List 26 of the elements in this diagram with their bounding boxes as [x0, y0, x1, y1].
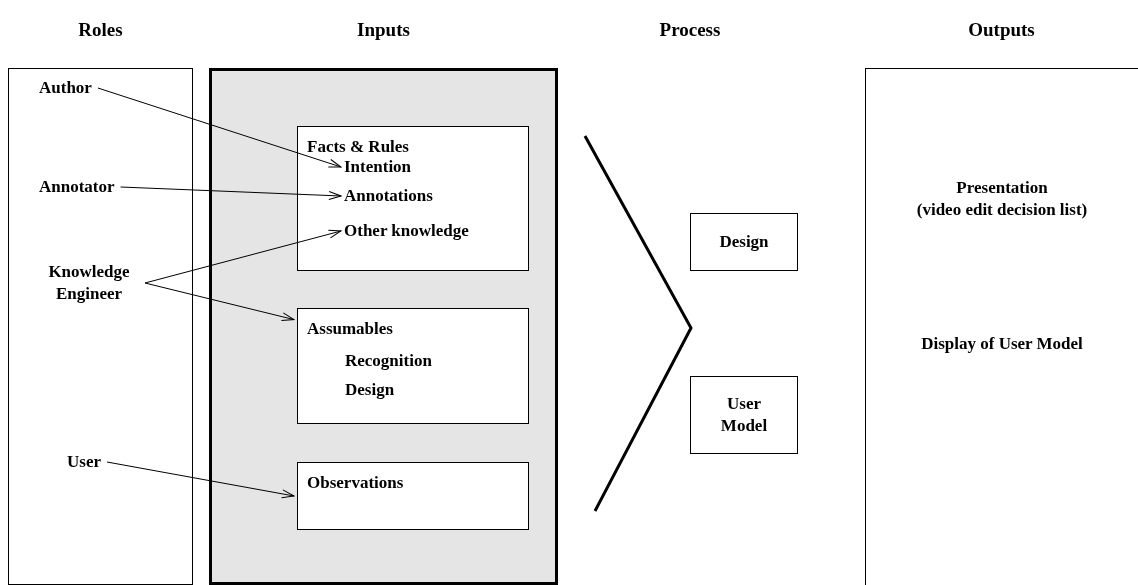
output-text: Display of User Model — [921, 333, 1083, 355]
box-heading: Assumables — [307, 318, 394, 340]
item-label: Author — [39, 77, 92, 99]
column-heading: Roles — [77, 18, 124, 42]
process-box: Design — [690, 213, 798, 271]
output-text: Presentation — [956, 177, 1048, 199]
item-label: Annotations — [344, 185, 433, 207]
arrow — [97, 87, 342, 168]
output-text: (video edit decision list) — [916, 199, 1088, 221]
item-label: Other knowledge — [344, 220, 469, 242]
item-label: Recognition — [345, 350, 432, 372]
box-heading: Facts & Rules — [307, 136, 409, 158]
item-label: Design — [345, 379, 396, 401]
arrow — [106, 461, 295, 499]
column-heading: Process — [658, 18, 722, 42]
arrow — [144, 282, 295, 322]
column-heading: Outputs — [967, 18, 1036, 42]
column-heading: Inputs — [356, 18, 411, 42]
process-box: User Model — [690, 376, 798, 454]
item-label: Intention — [344, 156, 412, 178]
role-label: Knowledge Engineer — [39, 261, 139, 305]
box-heading: Observations — [307, 472, 404, 494]
item-label: Annotator — [39, 176, 115, 198]
arrow — [144, 229, 342, 284]
item-label: User — [67, 451, 101, 473]
arrow — [120, 186, 342, 200]
